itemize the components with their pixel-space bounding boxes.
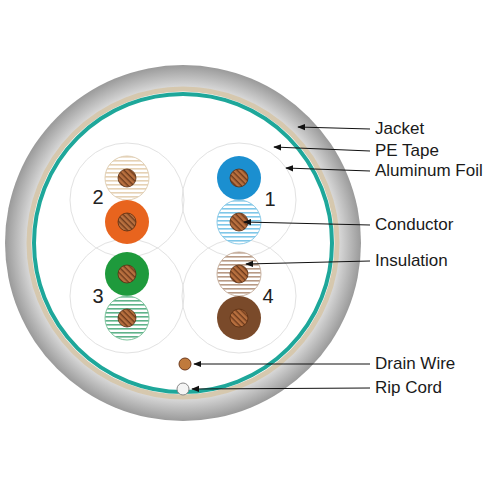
- part-label: Jacket: [375, 119, 424, 139]
- pe-tape: [29, 89, 337, 397]
- part-label: Drain Wire: [375, 354, 455, 374]
- jacket: [5, 65, 361, 421]
- wires: [105, 156, 261, 340]
- conductors: [118, 169, 248, 327]
- part-label: PE Tape: [375, 141, 439, 161]
- leader-lines: [192, 127, 370, 389]
- drain-wire: [179, 358, 191, 370]
- pair-number: 2: [92, 187, 103, 207]
- pair-number: 4: [262, 286, 273, 306]
- part-label: Rip Cord: [375, 378, 442, 398]
- part-label: Insulation: [375, 251, 448, 271]
- pair-outlines: [70, 143, 296, 353]
- pair-number: 3: [92, 286, 103, 306]
- aluminum-foil: [34, 94, 332, 392]
- pair-number: 1: [264, 189, 275, 209]
- part-label: Aluminum Foil: [375, 161, 483, 181]
- rip-cord: [177, 383, 189, 395]
- part-label: Conductor: [375, 215, 453, 235]
